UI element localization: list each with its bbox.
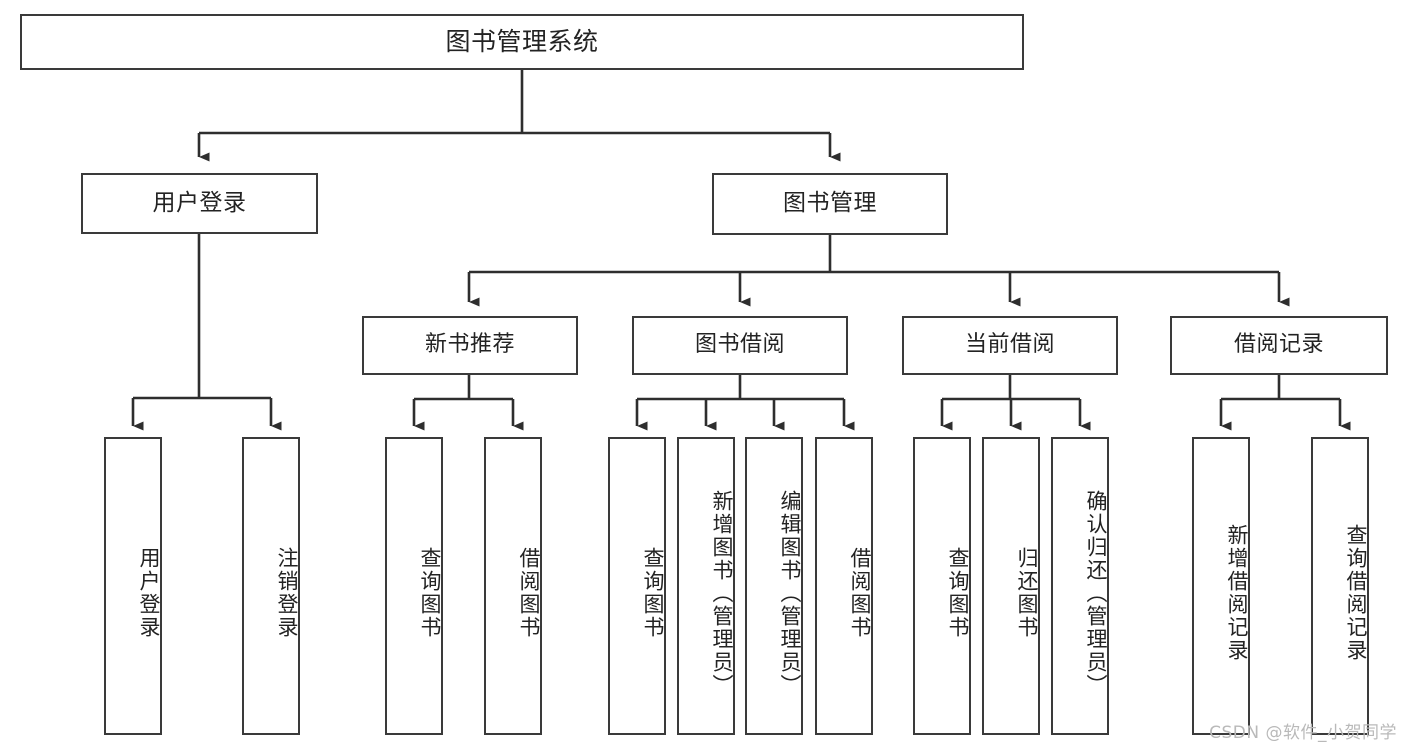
node-current-borrow[interactable]: 当前借阅 [902,316,1118,375]
node-borrow-record[interactable]: 借阅记录 [1170,316,1388,375]
leaf-label: 确认归还（管理员） [1084,489,1108,697]
leaf-user-login[interactable]: 用户登录 [104,437,162,735]
leaf-label: 查询图书 [946,547,970,639]
leaf-user-logout[interactable]: 注销登录 [242,437,300,735]
node-user-login[interactable]: 用户登录 [81,173,318,234]
leaf-new-book-query[interactable]: 查询图书 [385,437,443,735]
leaf-current-confirm-return[interactable]: 确认归还（管理员） [1051,437,1109,735]
leaf-current-query-book[interactable]: 查询图书 [913,437,971,735]
node-new-book-recommend[interactable]: 新书推荐 [362,316,578,375]
leaf-label: 归还图书 [1015,547,1039,639]
node-book-manage[interactable]: 图书管理 [712,173,948,235]
leaf-label: 查询图书 [418,547,442,639]
leaf-label: 注销登录 [275,547,299,639]
leaf-borrow-add-book[interactable]: 新增图书（管理员） [677,437,735,735]
leaf-borrow-borrow-book[interactable]: 借阅图书 [815,437,873,735]
leaf-label: 查询借阅记录 [1344,524,1368,662]
leaf-label: 用户登录 [137,547,161,639]
leaf-borrow-edit-book[interactable]: 编辑图书（管理员） [745,437,803,735]
leaf-borrow-query-book[interactable]: 查询图书 [608,437,666,735]
leaf-label: 借阅图书 [517,547,541,639]
leaf-label: 新增借阅记录 [1225,524,1249,662]
node-book-borrow[interactable]: 图书借阅 [632,316,848,375]
leaf-label: 新增图书（管理员） [710,489,734,697]
leaf-record-query[interactable]: 查询借阅记录 [1311,437,1369,735]
leaf-label: 查询图书 [641,547,665,639]
leaf-new-book-borrow[interactable]: 借阅图书 [484,437,542,735]
leaf-label: 编辑图书（管理员） [778,489,802,697]
leaf-current-return-book[interactable]: 归还图书 [982,437,1040,735]
node-root-system[interactable]: 图书管理系统 [20,14,1024,70]
leaf-record-add[interactable]: 新增借阅记录 [1192,437,1250,735]
leaf-label: 借阅图书 [848,547,872,639]
